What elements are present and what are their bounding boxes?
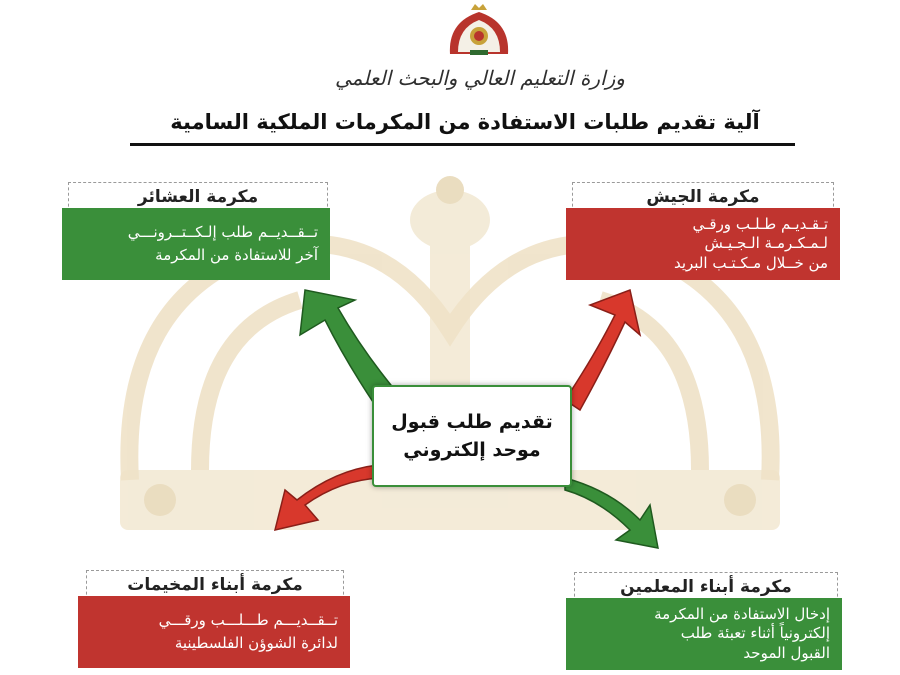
camps-box: تــقــديـــم طـــلـــب ورقـــي لدائرة ال… — [78, 596, 350, 668]
arrow-to-tribes — [299, 289, 397, 407]
center-line-2: موحد إلكتروني — [403, 439, 541, 461]
arrow-to-camps — [273, 464, 381, 532]
camps-line-2: لدائرة الشوؤن الفلسطينية — [174, 634, 338, 652]
center-node: تقديم طلب قبول موحد إلكتروني — [372, 385, 572, 487]
teachers-line-2: إلكترونياً أثناء تعبئة طلب — [680, 624, 830, 643]
arrow-to-army — [563, 288, 642, 412]
army-label: مكرمة الجيش — [572, 182, 834, 212]
ministry-name: وزارة التعليم العالي والبحث العلمي — [335, 66, 625, 90]
page-title: آلية تقديم طلبات الاستفادة من المكرمات ا… — [170, 110, 760, 134]
army-line-1: تـقـديـم طـلـب ورقـي — [692, 214, 829, 233]
tribes-label: مكرمة العشائر — [68, 182, 328, 212]
title-underline — [130, 143, 795, 146]
arrow-to-teachers — [564, 477, 659, 549]
jordan-royal-emblem-icon — [449, 4, 509, 55]
center-line-1: تقديم طلب قبول — [391, 410, 553, 433]
camps-line-1: تــقــديـــم طـــلـــب ورقـــي — [158, 610, 338, 629]
teachers-line-1: إدخال الاستفادة من المكرمة — [654, 604, 830, 623]
teachers-box: إدخال الاستفادة من المكرمة إلكترونياً أث… — [566, 598, 842, 670]
teachers-label: مكرمة أبناء المعلمين — [574, 572, 838, 602]
camps-label: مكرمة أبناء المخيمات — [86, 570, 344, 600]
army-box: تـقـديـم طـلـب ورقـي لـمـكـرمـة الـجـيـش… — [566, 208, 840, 280]
teachers-line-3: القبول الموحد — [743, 643, 830, 662]
tribes-line-1: تــقــديــم طلب إلـكــتــرونـــي — [127, 222, 318, 241]
tribes-line-2: آخر للاستفادة من المكرمة — [155, 246, 318, 264]
tribes-box: تــقــديــم طلب إلـكــتــرونـــي آخر للا… — [62, 208, 330, 280]
army-line-2: لـمـكـرمـة الـجـيـش — [704, 234, 828, 253]
army-line-3: من خــلال مـكـتـب البريد — [673, 253, 828, 272]
